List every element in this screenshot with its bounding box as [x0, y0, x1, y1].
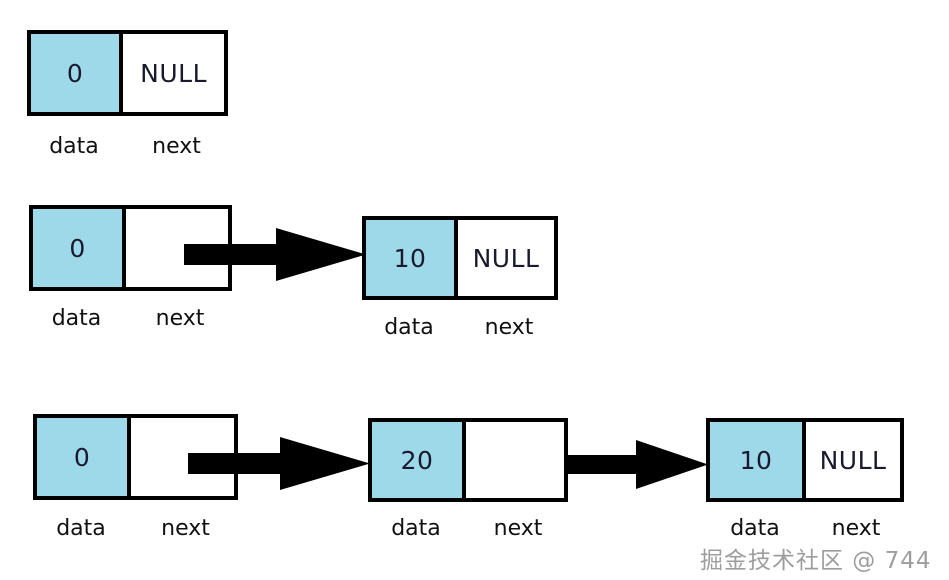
node-data-cell: 20: [372, 422, 467, 498]
caption-next-row3-node1: next: [161, 516, 210, 541]
node-data-cell: 0: [33, 209, 127, 287]
node-data-cell: 10: [366, 220, 459, 296]
caption-data-row1-node1: data: [49, 134, 99, 159]
node-data-cell: 0: [31, 34, 124, 112]
watermark-text: 掘金技术社区 @ 744: [700, 548, 932, 574]
node-row3-second: 20: [368, 418, 568, 502]
node-next-cell: [466, 422, 564, 498]
caption-next-row1-node1: next: [152, 134, 201, 159]
node-next-cell: NULL: [806, 422, 900, 498]
node-row3-third: 10 NULL: [706, 418, 904, 502]
caption-data-row2-node1: data: [51, 306, 102, 331]
node-data-cell: 0: [37, 418, 132, 496]
arrow-row3-2: [566, 440, 708, 490]
node-next-cell: NULL: [458, 220, 554, 296]
caption-next-row3-node3: next: [831, 516, 881, 541]
caption-data-row2-node2: data: [384, 315, 434, 340]
arrow-row3-1: [188, 437, 370, 491]
node-data-cell: 10: [710, 422, 807, 498]
caption-next-row3-node2: next: [493, 516, 543, 541]
caption-data-row3-node2: data: [391, 516, 441, 541]
node-row1-head: 0 NULL: [27, 30, 228, 116]
caption-next-row2-node2: next: [484, 315, 534, 340]
node-row2-second: 10 NULL: [362, 216, 558, 300]
arrow-row2-1: [184, 228, 366, 282]
node-next-cell: NULL: [123, 34, 224, 112]
caption-next-row2-node1: next: [155, 306, 205, 331]
caption-data-row3-node1: data: [56, 516, 106, 541]
caption-data-row3-node3: data: [730, 516, 780, 541]
node-row3-head: 0: [33, 414, 238, 500]
